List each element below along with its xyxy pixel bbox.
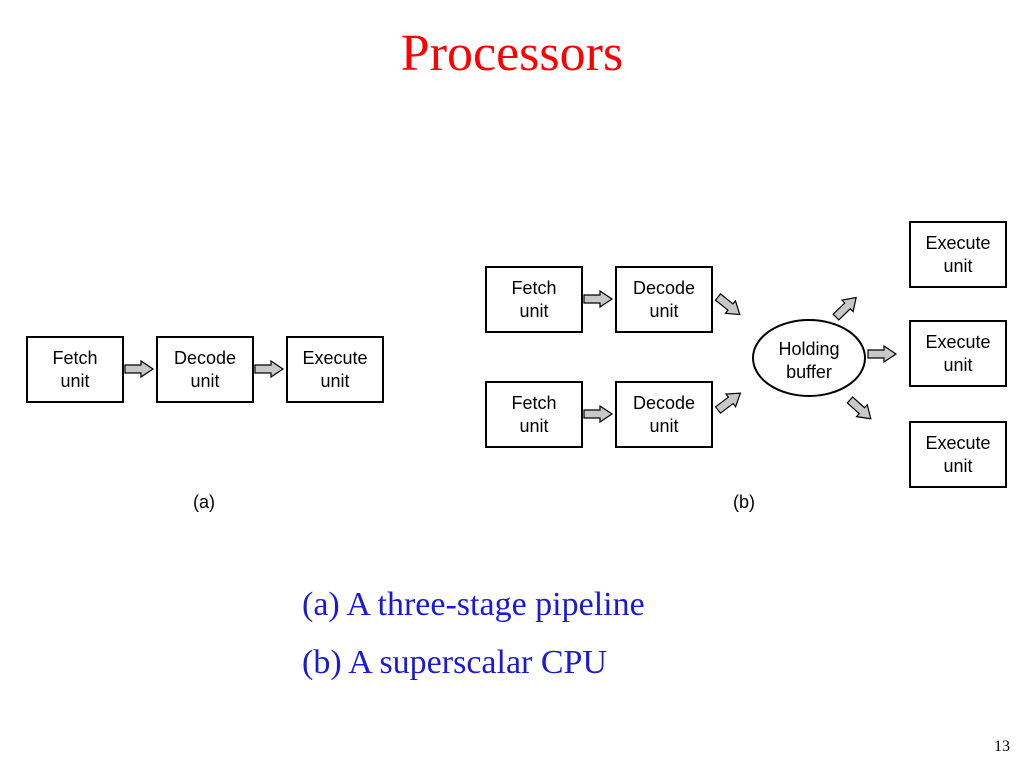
decode-unit-2-box bbox=[615, 381, 713, 448]
decode-unit-label-2: unit bbox=[190, 371, 219, 391]
diagram-b-label: (b) bbox=[733, 492, 755, 512]
execute-unit-label-1: Execute bbox=[302, 348, 367, 368]
arrow-fetch-to-decode bbox=[124, 360, 154, 378]
execute-unit-box bbox=[286, 336, 384, 403]
arrow-decode-1-to-buffer bbox=[712, 290, 746, 322]
decode-unit-2-label-1: Decode bbox=[633, 393, 695, 413]
decode-unit-2-label-2: unit bbox=[649, 416, 678, 436]
fetch-unit-2-label-2: unit bbox=[519, 416, 548, 436]
arrow-buffer-to-execute-2 bbox=[867, 345, 897, 363]
fetch-unit-label-1: Fetch bbox=[52, 348, 97, 368]
page-number: 13 bbox=[994, 738, 1010, 755]
fetch-unit-1-label-1: Fetch bbox=[511, 278, 556, 298]
execute-unit-3-label-1: Execute bbox=[925, 433, 990, 453]
execute-unit-2-label-2: unit bbox=[943, 355, 972, 375]
decode-unit-box bbox=[156, 336, 254, 403]
execute-unit-1-label-2: unit bbox=[943, 256, 972, 276]
execute-unit-1-box bbox=[909, 221, 1007, 288]
pipeline-diagram: Fetch unit Decode unit Execute unit (a) bbox=[26, 336, 384, 512]
execute-unit-3-label-2: unit bbox=[943, 456, 972, 476]
arrow-buffer-to-execute-3 bbox=[844, 393, 877, 426]
holding-buffer-label-2: buffer bbox=[786, 362, 832, 382]
holding-buffer-ellipse bbox=[752, 319, 866, 397]
fetch-unit-label-2: unit bbox=[60, 371, 89, 391]
fetch-unit-2-box bbox=[485, 381, 583, 448]
fetch-unit-1-label-2: unit bbox=[519, 301, 548, 321]
decode-unit-1-box bbox=[615, 266, 713, 333]
execute-unit-label-2: unit bbox=[320, 371, 349, 391]
arrow-buffer-to-execute-1 bbox=[829, 291, 863, 324]
arrow-decode-2-to-buffer bbox=[712, 386, 746, 417]
decode-unit-1-label-1: Decode bbox=[633, 278, 695, 298]
execute-unit-2-label-1: Execute bbox=[925, 332, 990, 352]
execute-unit-3-box bbox=[909, 421, 1007, 488]
fetch-unit-box bbox=[26, 336, 124, 403]
fetch-unit-2-label-1: Fetch bbox=[511, 393, 556, 413]
holding-buffer-label-1: Holding bbox=[778, 339, 839, 359]
arrow-decode-to-execute bbox=[254, 360, 284, 378]
slide-title: Processors bbox=[400, 25, 624, 82]
diagram-a-label: (a) bbox=[193, 492, 215, 512]
fetch-unit-1-box bbox=[485, 266, 583, 333]
decode-unit-1-label-2: unit bbox=[649, 301, 678, 321]
decode-unit-label-1: Decode bbox=[174, 348, 236, 368]
arrow-fetch-1-to-decode-1 bbox=[583, 290, 613, 308]
execute-unit-2-box bbox=[909, 320, 1007, 387]
caption-b: (b) A superscalar CPU bbox=[302, 644, 608, 681]
arrow-fetch-2-to-decode-2 bbox=[583, 405, 613, 423]
caption-a: (a) A three-stage pipeline bbox=[302, 586, 645, 623]
execute-unit-1-label-1: Execute bbox=[925, 233, 990, 253]
superscalar-diagram: Fetch unit Decode unit Fetch unit Decode… bbox=[485, 221, 1007, 512]
